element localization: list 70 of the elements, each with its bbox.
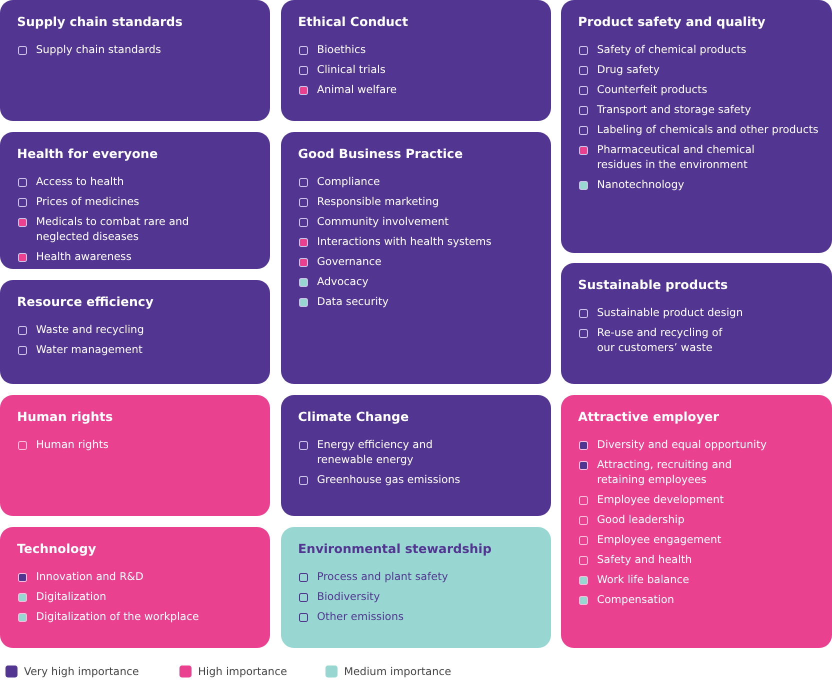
topic-card xyxy=(0,132,270,269)
topic-label: Employee development xyxy=(597,492,724,507)
topic-label: Access to health xyxy=(36,175,124,190)
card-heading: Technology xyxy=(17,541,96,557)
topic-label: Health awareness xyxy=(36,250,132,264)
topic-card xyxy=(281,395,551,516)
topic-label: Compensation xyxy=(597,592,674,607)
topic-label: Data security xyxy=(317,295,389,310)
topic-label: Employee engagement xyxy=(597,532,722,547)
topic-card xyxy=(561,0,832,253)
topic-label: Human rights xyxy=(36,438,109,452)
topic-label: Interactions with health systems xyxy=(317,235,492,250)
topic-card xyxy=(281,132,551,384)
card-heading: Supply chain standards xyxy=(17,14,183,30)
card-heading: Human rights xyxy=(17,409,113,425)
card-heading: Good Business Practice xyxy=(298,146,463,162)
topic-label: Nanotechnology xyxy=(597,178,684,192)
card-heading: Climate Change xyxy=(298,409,409,425)
topic-label: Transport and storage safety xyxy=(597,103,752,118)
card-heading: Resource efficiency xyxy=(17,294,154,310)
topic-label: Compliance xyxy=(317,175,380,190)
topic-label: Advocacy xyxy=(317,275,368,290)
topic-label: Re-use and recycling of our customers’ waste xyxy=(597,326,724,355)
topic-label: Medicals to combat rare and neglected diseases xyxy=(36,215,190,244)
topic-label: Governance xyxy=(317,255,382,270)
card-heading: Sustainable products xyxy=(578,277,728,293)
topic-label: Greenhouse gas emissions xyxy=(317,472,460,487)
topic-label: Prices of medicines xyxy=(36,195,140,210)
topic-label: Responsible marketing xyxy=(317,195,439,210)
topic-label: Water management xyxy=(36,343,143,358)
topic-label: Process and plant safety xyxy=(317,570,448,584)
topic-label: Digitalization xyxy=(36,590,106,604)
topic-label: Pharmaceutical and chemical residues in the environment xyxy=(597,143,756,172)
card-heading: Environmental stewardship xyxy=(298,541,492,557)
topic-label: Counterfeit products xyxy=(597,83,708,98)
topic-label: Good leadership xyxy=(597,512,684,527)
topic-label: Community involvement xyxy=(317,215,449,230)
topic-label: Digitalization of the workplace xyxy=(36,610,199,624)
topic-label: Safety and health xyxy=(597,552,692,567)
topic-card xyxy=(281,527,551,648)
topic-label: Sustainable product design xyxy=(597,306,743,320)
topic-label: Waste and recycling xyxy=(36,323,144,338)
topic-card xyxy=(0,395,270,516)
card-heading: Product safety and quality xyxy=(578,14,766,30)
legend-label: Medium importance xyxy=(344,665,452,678)
topic-card xyxy=(0,0,270,121)
card-heading: Ethical Conduct xyxy=(298,14,408,30)
topic-card xyxy=(561,395,832,648)
topic-label: Other emissions xyxy=(317,610,404,624)
topic-label: Clinical trials xyxy=(317,63,386,78)
topic-label: Innovation and R&D xyxy=(36,570,144,584)
topic-label: Work life balance xyxy=(597,572,690,587)
topic-label: Diversity and equal opportunity xyxy=(597,438,767,452)
card-heading: Health for everyone xyxy=(17,146,158,162)
legend-label: Very high importance xyxy=(24,665,139,678)
topic-card xyxy=(281,0,551,121)
topic-label: Attracting, recruiting and retaining employees xyxy=(597,458,733,487)
topic-label: Bioethics xyxy=(317,43,366,58)
topic-card xyxy=(0,527,270,648)
topic-label: Energy efficiency and renewable energy xyxy=(317,438,434,467)
card-heading: Attractive employer xyxy=(578,409,719,425)
topic-label: Labeling of chemicals and other products xyxy=(597,123,818,138)
topic-label: Biodiversity xyxy=(317,590,380,604)
topic-label: Drug safety xyxy=(597,63,660,78)
topic-label: Animal welfare xyxy=(317,83,397,98)
topic-card xyxy=(0,280,270,384)
legend-label: High importance xyxy=(198,665,288,678)
topic-label: Safety of chemical products xyxy=(597,43,746,58)
topic-card xyxy=(561,263,832,384)
topic-label: Supply chain standards xyxy=(36,43,162,58)
